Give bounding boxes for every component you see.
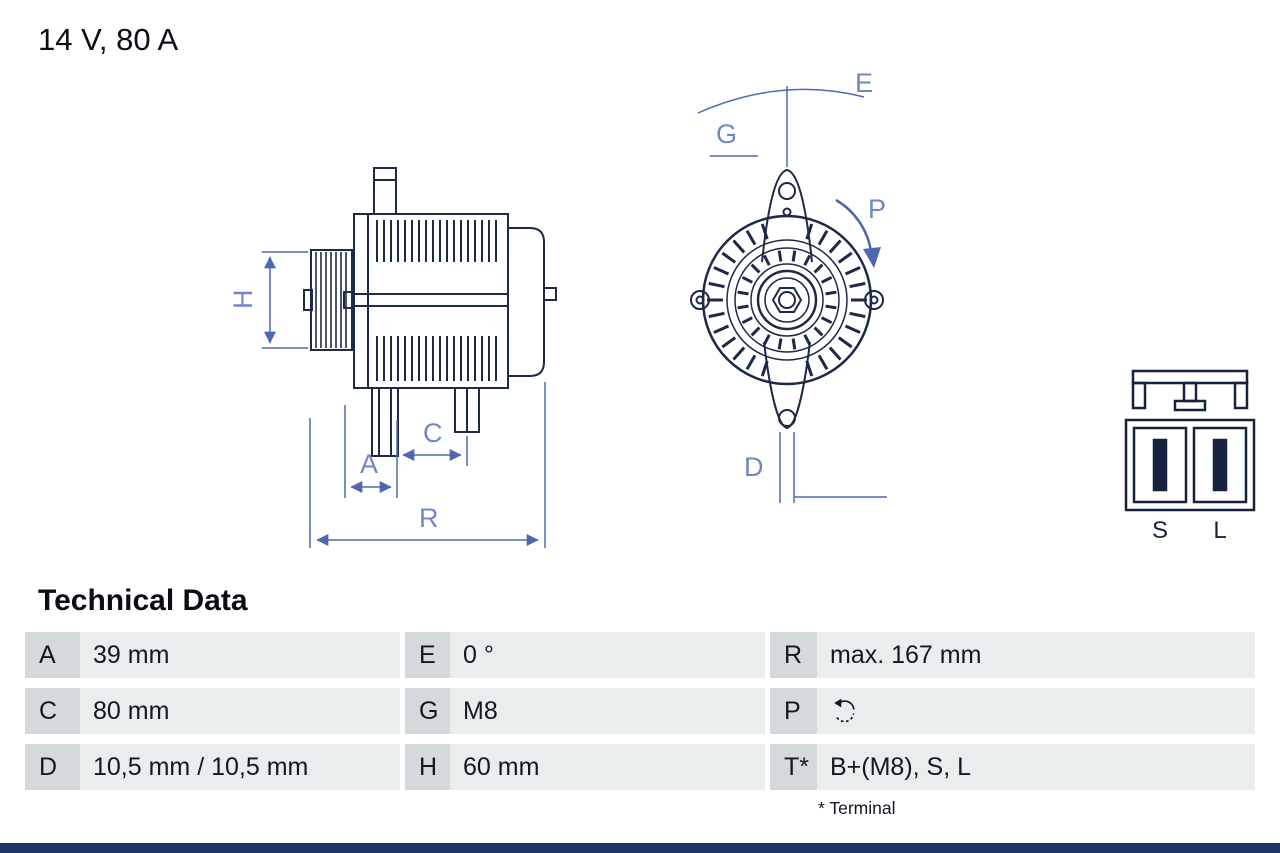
top-mounting-lug <box>761 168 813 263</box>
technical-data-section: Technical Data A 39 mm E 0 ° R max. 167 … <box>25 584 1255 819</box>
spec-key-c: C <box>25 688 80 734</box>
dim-label-g: G <box>716 119 737 149</box>
spec-key-r: R <box>765 632 817 678</box>
spec-value-t: B+(M8), S, L <box>817 744 1255 790</box>
alternator-front-view <box>690 168 884 430</box>
dim-label-a: A <box>360 449 378 479</box>
terminal-connector-diagram <box>1124 369 1256 512</box>
dim-label-p: P <box>868 194 886 224</box>
spec-value-a: 39 mm <box>80 632 400 678</box>
spec-key-d: D <box>25 744 80 790</box>
rear-cover <box>508 227 545 377</box>
bottom-mounting-lug <box>763 341 811 430</box>
shaft-nut <box>771 287 803 313</box>
dim-label-e: E <box>855 68 873 98</box>
spec-value-g: M8 <box>450 688 765 734</box>
spec-value-r: max. 167 mm <box>817 632 1255 678</box>
spec-value-h: 60 mm <box>450 744 765 790</box>
spec-value-d: 10,5 mm / 10,5 mm <box>80 744 400 790</box>
dim-label-r: R <box>419 503 439 533</box>
alternator-side-view <box>303 167 557 457</box>
terminal-pin-l <box>1212 438 1228 492</box>
bottom-mounting-lug <box>371 387 399 457</box>
spec-value-p <box>817 688 1255 734</box>
spec-key-g: G <box>400 688 450 734</box>
outer-vent-slots <box>707 223 867 377</box>
technical-data-title: Technical Data <box>38 584 248 617</box>
terminal-label-s: S <box>1152 517 1168 544</box>
spec-key-t: T* <box>765 744 817 790</box>
alternator-technical-drawing: H C A R <box>228 68 1256 548</box>
terminal-pin-s <box>1152 438 1168 492</box>
product-rating: 14 V, 80 A <box>38 22 179 57</box>
side-view-dimension-lines <box>262 251 546 548</box>
inner-vent-slots <box>737 250 837 350</box>
terminal-label-l: L <box>1213 517 1226 544</box>
pulley <box>315 252 347 348</box>
spec-value-e: 0 ° <box>450 632 765 678</box>
spec-key-p: P <box>765 688 817 734</box>
dim-label-h: H <box>228 290 258 310</box>
rotation-arrowhead <box>863 247 881 268</box>
top-mounting-lug <box>373 167 397 215</box>
spec-key-h: H <box>400 744 450 790</box>
dim-label-d: D <box>744 452 764 482</box>
rotation-direction-arrow <box>835 198 873 253</box>
cooling-fins <box>376 220 497 381</box>
spec-value-c: 80 mm <box>80 688 400 734</box>
terminal-footnote: * Terminal <box>818 798 896 818</box>
technical-data-table: A 39 mm E 0 ° R max. 167 mm C 80 mm G M8… <box>25 632 1255 790</box>
dim-label-c: C <box>423 418 443 448</box>
terminal-stud <box>543 287 557 301</box>
rotation-direction-icon <box>834 698 855 723</box>
spec-key-a: A <box>25 632 80 678</box>
bottom-accent-bar <box>0 843 1280 853</box>
front-view-dimension-lines <box>697 86 887 503</box>
spec-key-e: E <box>400 632 450 678</box>
